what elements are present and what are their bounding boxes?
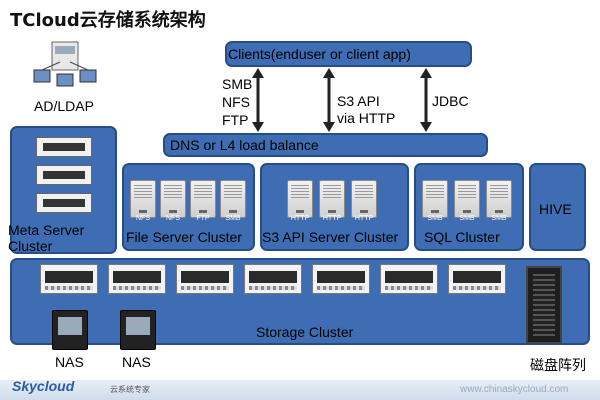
- storage-cluster-label: Storage Cluster: [256, 324, 354, 340]
- hive-label: HIVE: [539, 201, 572, 217]
- server-label: NFS: [136, 215, 150, 222]
- storage-node-icon: [380, 264, 438, 294]
- dns-label: DNS or L4 load balance: [170, 137, 319, 153]
- sql-server-label: SQL Cluster: [424, 229, 500, 245]
- skycloud-logo: Skycloud: [12, 378, 75, 394]
- meta-server-label-line2: Cluster: [8, 238, 53, 254]
- disk-array-icon: [526, 266, 562, 344]
- nas-label: NAS: [55, 354, 84, 370]
- storage-node-icon: [312, 264, 370, 294]
- server-icon: [486, 180, 512, 218]
- arrow-jdbc: [420, 68, 432, 132]
- dns-box: [163, 133, 488, 157]
- logo-subtitle: 云系统专家: [110, 385, 150, 394]
- meta-server-unit: [36, 193, 92, 213]
- server-icon: [287, 180, 313, 218]
- ad-ldap-label: AD/LDAP: [34, 98, 94, 114]
- server-label: HTTP: [322, 215, 342, 222]
- nas-label: NAS: [122, 354, 151, 370]
- meta-server-unit: [36, 137, 92, 157]
- server-label: FTP: [196, 215, 210, 222]
- arrow-smb: [252, 68, 264, 132]
- server-label: NFS: [166, 215, 180, 222]
- protocol-http: via HTTP: [337, 110, 396, 126]
- storage-node-icon: [448, 264, 506, 294]
- server-label: HTTP: [290, 215, 310, 222]
- server-label: HTTP: [354, 215, 374, 222]
- footer-bar: [0, 380, 600, 400]
- disk-array-label: 磁盘阵列: [530, 357, 586, 373]
- server-icon: [190, 180, 216, 218]
- protocol-s3: S3 API: [337, 93, 380, 109]
- server-icon: [454, 180, 480, 218]
- server-icon: [160, 180, 186, 218]
- storage-node-icon: [108, 264, 166, 294]
- server-label: SMB: [427, 215, 443, 222]
- server-label: SMB: [225, 215, 241, 222]
- storage-node-icon: [40, 264, 98, 294]
- hive-box: [529, 163, 586, 251]
- clients-box: [225, 41, 472, 67]
- s3-server-label: S3 API Server Cluster: [262, 229, 399, 245]
- server-icon: [319, 180, 345, 218]
- diagram-title: TCloud云存储系统架构: [10, 10, 206, 31]
- server-label: SMB: [459, 215, 475, 222]
- protocol-nfs: NFS: [222, 94, 250, 110]
- clients-label: Clients(enduser or client app): [228, 46, 411, 62]
- protocol-jdbc: JDBC: [432, 93, 469, 109]
- server-label: SMB: [491, 215, 507, 222]
- storage-node-icon: [244, 264, 302, 294]
- watermark: www.chinaskycloud.com: [460, 384, 569, 395]
- storage-node-icon: [176, 264, 234, 294]
- server-icon: [422, 180, 448, 218]
- ad-ldap-icon: [33, 41, 97, 87]
- server-icon: [220, 180, 246, 218]
- arrow-s3: [323, 68, 335, 132]
- nas-device-icon: [120, 310, 156, 350]
- meta-server-unit: [36, 165, 92, 185]
- protocol-ftp: FTP: [222, 112, 249, 128]
- nas-device-icon: [52, 310, 88, 350]
- meta-server-label-line1: Meta Server: [8, 222, 85, 238]
- file-server-label: File Server Cluster: [126, 229, 242, 245]
- server-icon: [351, 180, 377, 218]
- server-icon: [130, 180, 156, 218]
- protocol-smb: SMB: [222, 76, 253, 92]
